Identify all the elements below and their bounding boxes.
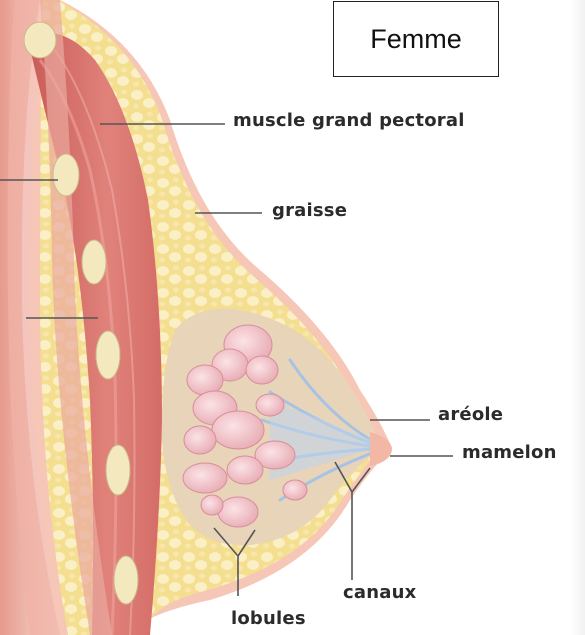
label-fat: graisse xyxy=(272,200,347,221)
label-lobules: lobules xyxy=(231,608,306,629)
right-edge-fade xyxy=(571,0,585,635)
label-ducts: canaux xyxy=(343,582,416,603)
label-nipple: mamelon xyxy=(462,442,557,463)
diagram-title: Femme xyxy=(370,24,462,55)
label-areola: aréole xyxy=(438,404,503,425)
title-box: Femme xyxy=(333,1,499,77)
nipple xyxy=(370,432,392,466)
label-pectoral: muscle grand pectoral xyxy=(233,110,465,131)
